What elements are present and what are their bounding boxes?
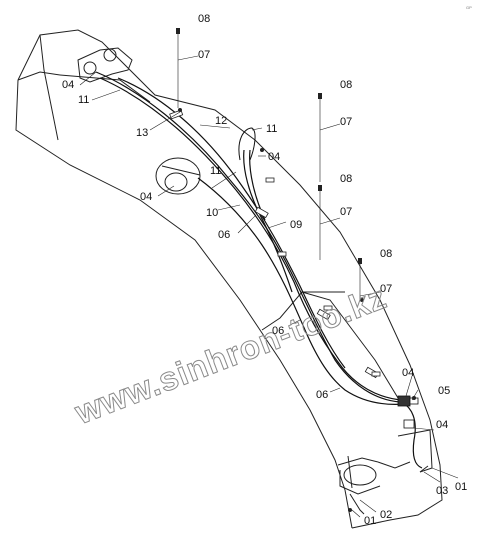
callout-label: 12 — [215, 115, 227, 127]
callout-label: 04 — [268, 151, 280, 163]
boom-body — [15, 29, 443, 529]
callout-label: 04 — [402, 367, 414, 379]
callout-label: 10 — [206, 207, 218, 219]
callout-label: 02 — [380, 509, 392, 521]
callout-label: 06 — [272, 325, 284, 337]
hydraulic-hoses — [95, 71, 423, 469]
callout-label: 11 — [266, 123, 277, 135]
callout-label: 07 — [340, 116, 352, 128]
callout-label: 03 — [436, 485, 448, 497]
callout-label: 09 — [290, 219, 302, 231]
callout-label: 08 — [380, 248, 392, 260]
watermark: www.sinhron-too.kz — [69, 278, 392, 431]
callout-label: 04 — [62, 79, 74, 91]
hose-loop — [238, 127, 256, 161]
side-boss — [155, 157, 201, 195]
callout-label: 04 — [436, 419, 448, 431]
bolts — [176, 28, 416, 512]
callout-labels: 08 07 04 11 12 13 11 04 11 08 07 04 10 0… — [62, 13, 467, 527]
callout-label: 11 — [78, 94, 89, 106]
callout-label: 08 — [340, 79, 352, 91]
corner-mark: GP — [466, 5, 472, 10]
callout-label: 01 — [455, 481, 467, 493]
callout-label: 13 — [136, 127, 148, 139]
callout-label: 11 — [210, 165, 221, 177]
callout-label: 04 — [140, 191, 152, 203]
callout-label: 06 — [316, 389, 328, 401]
callout-label: 07 — [340, 206, 352, 218]
callout-label: 07 — [198, 49, 210, 61]
bottom-bracket — [397, 429, 433, 473]
callout-label: 08 — [340, 173, 352, 185]
callout-label: 08 — [198, 13, 210, 25]
callout-label: 07 — [380, 283, 392, 295]
boom-foot-pin — [339, 464, 381, 515]
end-fittings — [397, 395, 419, 429]
leader-lines — [79, 34, 459, 518]
callout-label: 05 — [438, 385, 450, 397]
top-pin-bracket — [77, 47, 133, 83]
callout-label: 01 — [364, 515, 376, 527]
callout-label: 06 — [218, 229, 230, 241]
